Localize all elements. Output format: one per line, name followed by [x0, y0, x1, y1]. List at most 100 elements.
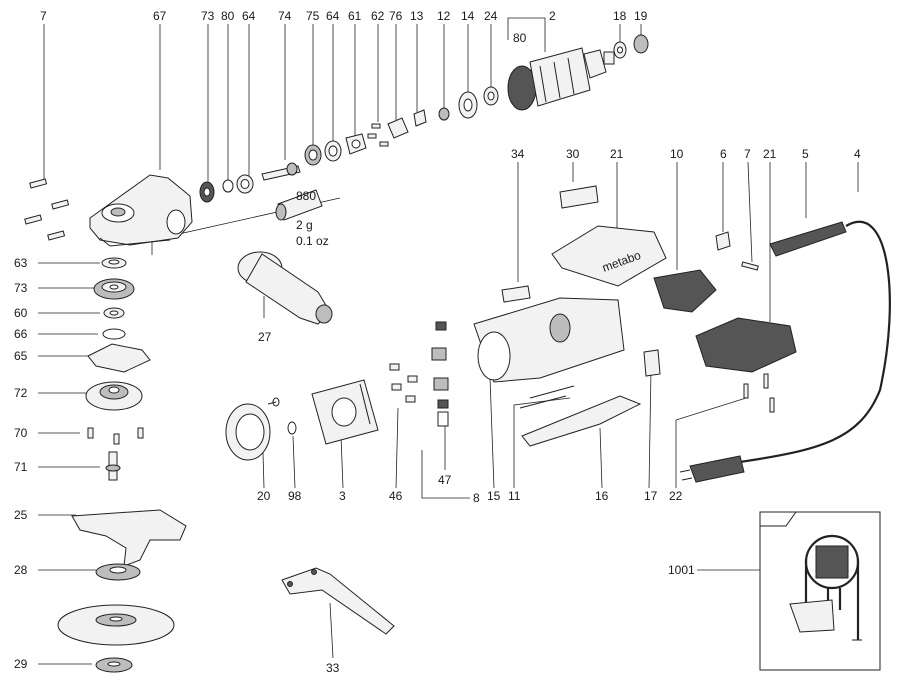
label-76: 76	[389, 9, 403, 23]
label-27: 27	[258, 330, 272, 344]
label-14: 14	[461, 9, 475, 23]
side-handle-27	[237, 251, 333, 325]
part-13	[413, 109, 427, 127]
stator-3	[311, 379, 379, 445]
label-80-b: 80	[513, 31, 527, 45]
pin-wrench-33	[281, 567, 395, 635]
label-7: 7	[40, 9, 47, 23]
label-47: 47	[438, 473, 452, 487]
leader-lines	[38, 17, 859, 665]
label-20: 20	[257, 489, 271, 503]
label-18: 18	[613, 9, 627, 23]
label-72: 72	[14, 386, 28, 400]
grease-mass-g: 2 g	[296, 218, 313, 232]
label-11: 11	[508, 489, 521, 503]
label-6: 6	[720, 147, 727, 161]
label-63: 63	[14, 256, 28, 270]
label-16: 16	[595, 489, 609, 503]
bearing-cap-19	[633, 34, 649, 54]
carbon-brushes-8	[431, 321, 449, 409]
part-12	[438, 107, 450, 121]
armature-2	[507, 47, 615, 111]
label-2: 2	[549, 9, 556, 23]
bearing-64	[236, 174, 254, 194]
lower-cover-21	[695, 317, 797, 373]
grease-tube-880	[275, 189, 323, 221]
label-46: 46	[389, 489, 403, 503]
label-13: 13	[410, 9, 424, 23]
label-64: 64	[242, 9, 256, 23]
label-3: 3	[339, 489, 346, 503]
part-number-labels: 7 67 73 80 64 74 75 64 61 62 76 13 12 14…	[14, 9, 861, 675]
label-30	[559, 185, 599, 209]
pinion-gear-73	[199, 181, 215, 203]
label-73-b: 73	[14, 281, 28, 295]
label-34	[501, 285, 531, 303]
housing-cover-21: metabo	[551, 225, 667, 287]
o-ring-98	[272, 397, 297, 435]
wire-11	[519, 385, 575, 409]
label-5: 5	[802, 147, 809, 161]
clip-17	[643, 349, 661, 377]
washer-80	[222, 179, 234, 193]
part-6	[715, 231, 731, 251]
label-73: 73	[201, 9, 215, 23]
label-71: 71	[14, 460, 28, 474]
label-7-b: 7	[744, 147, 751, 161]
bearing-plate-61	[345, 133, 367, 155]
grinding-disc	[57, 604, 175, 646]
brush-holders-46	[389, 363, 418, 403]
power-cable-4	[679, 220, 891, 483]
label-34: 34	[511, 147, 525, 161]
bearing-75	[304, 144, 322, 166]
wheel-guard-25	[71, 509, 187, 567]
label-98: 98	[288, 489, 302, 503]
gear-head-67	[89, 174, 193, 247]
flange-14	[458, 91, 478, 119]
label-12: 12	[437, 9, 451, 23]
label-21-b: 21	[763, 147, 777, 161]
switch-10	[653, 269, 717, 313]
screws-7	[24, 178, 70, 241]
screws-62	[367, 123, 389, 147]
grease-mass-oz: 0.1 oz	[296, 234, 329, 248]
bearing-60	[103, 307, 125, 319]
brush-47	[437, 411, 449, 427]
ring-gear-73	[93, 278, 135, 300]
gasket-65	[87, 343, 151, 373]
cover-20	[225, 401, 277, 461]
label-19: 19	[634, 9, 648, 23]
label-1001: 1001	[668, 563, 695, 577]
screws-22	[743, 373, 775, 413]
label-10: 10	[670, 147, 684, 161]
bearing-24	[483, 86, 499, 106]
label-61: 61	[348, 9, 362, 23]
label-33: 33	[326, 661, 340, 675]
label-4: 4	[854, 147, 861, 161]
nut-63	[101, 257, 127, 269]
label-28: 28	[14, 563, 28, 577]
label-60: 60	[14, 306, 28, 320]
circlip-66	[102, 328, 126, 340]
label-24: 24	[484, 9, 498, 23]
label-29: 29	[14, 657, 28, 671]
screw-7-right	[741, 261, 759, 271]
label-75: 75	[306, 9, 320, 23]
label-65: 65	[14, 349, 28, 363]
label-22: 22	[669, 489, 683, 503]
spindle-71	[105, 451, 121, 481]
bearing-flange-72	[85, 381, 143, 411]
label-25: 25	[14, 508, 28, 522]
clamping-nut-29	[95, 657, 133, 673]
label-67: 67	[153, 9, 167, 23]
fan-76	[387, 117, 409, 139]
label-62: 62	[371, 9, 385, 23]
label-64-b: 64	[326, 9, 340, 23]
label-17: 17	[644, 489, 658, 503]
label-880: 880	[296, 189, 316, 203]
label-80: 80	[221, 9, 235, 23]
spindle-74	[261, 162, 301, 181]
motor-housing-15	[473, 297, 625, 383]
bearing-18	[613, 41, 627, 59]
